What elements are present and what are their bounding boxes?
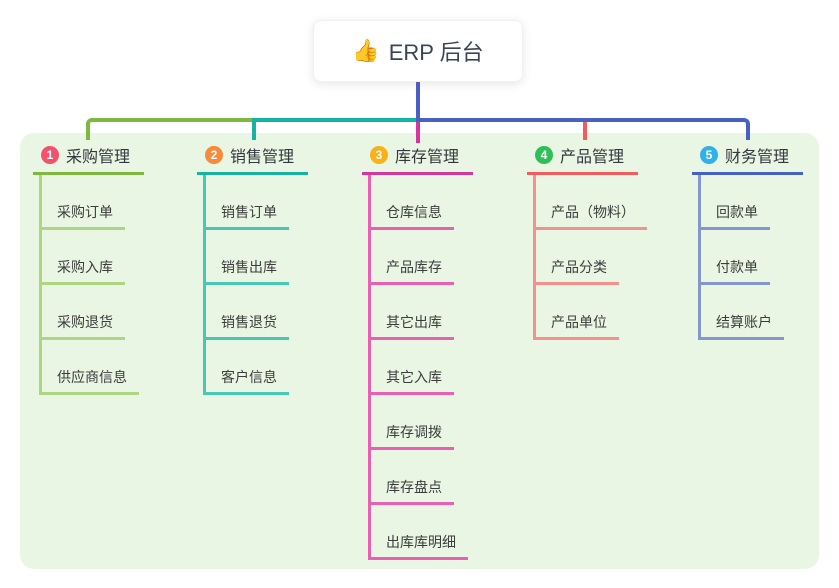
branch-children-inventory: 仓库信息 产品库存 其它出库 其它入库 库存调拨 库存盘点 出库库明细 bbox=[368, 175, 468, 560]
branch-label: 采购管理 bbox=[66, 149, 131, 166]
branch-vline bbox=[533, 175, 536, 340]
branch-node-product[interactable]: 4 产品管理 bbox=[527, 142, 639, 175]
connector-branch-2 bbox=[252, 118, 416, 140]
root-node-label: ERP 后台 bbox=[388, 40, 484, 65]
child-node[interactable]: 结算账户 bbox=[698, 285, 784, 340]
branch-vline bbox=[698, 175, 701, 340]
child-node[interactable]: 其它出库 bbox=[368, 285, 454, 340]
child-node[interactable]: 销售出库 bbox=[203, 230, 289, 285]
child-node[interactable]: 销售退货 bbox=[203, 285, 289, 340]
child-node[interactable]: 采购退货 bbox=[39, 285, 125, 340]
badge-3: 3 bbox=[370, 146, 388, 164]
child-node[interactable]: 库存调拨 bbox=[368, 395, 454, 450]
badge-1: 1 bbox=[41, 146, 59, 164]
connector-branch-1 bbox=[86, 118, 256, 140]
child-node[interactable]: 供应商信息 bbox=[39, 340, 139, 395]
child-node[interactable]: 产品（物料） bbox=[533, 175, 647, 230]
connector-branch-3 bbox=[416, 122, 420, 143]
branch-label: 产品管理 bbox=[560, 149, 625, 166]
mindmap-root-node[interactable]: 👍 ERP 后台 bbox=[313, 20, 523, 82]
child-node[interactable]: 库存盘点 bbox=[368, 450, 454, 505]
branch-vline bbox=[39, 175, 42, 395]
mindmap-background-panel bbox=[20, 133, 819, 569]
branch-node-finance[interactable]: 5 财务管理 bbox=[692, 142, 804, 175]
branch-node-purchase[interactable]: 1 采购管理 bbox=[33, 142, 145, 175]
branch-vline bbox=[203, 175, 206, 395]
child-node[interactable]: 仓库信息 bbox=[368, 175, 454, 230]
branch-children-finance: 回款单 付款单 结算账户 bbox=[698, 175, 784, 340]
child-node[interactable]: 采购入库 bbox=[39, 230, 125, 285]
branch-node-sales[interactable]: 2 销售管理 bbox=[197, 142, 309, 175]
child-node[interactable]: 出库库明细 bbox=[368, 505, 468, 560]
connector-branch-5 bbox=[416, 118, 750, 140]
child-node[interactable]: 其它入库 bbox=[368, 340, 454, 395]
branch-node-inventory[interactable]: 3 库存管理 bbox=[362, 142, 474, 175]
thumbs-up-icon: 👍 bbox=[352, 38, 380, 63]
child-node[interactable]: 产品库存 bbox=[368, 230, 454, 285]
branch-label: 销售管理 bbox=[230, 149, 295, 166]
branch-children-purchase: 采购订单 采购入库 采购退货 供应商信息 bbox=[39, 175, 139, 395]
branch-label: 库存管理 bbox=[395, 149, 460, 166]
branch-vline bbox=[368, 175, 371, 560]
child-node[interactable]: 回款单 bbox=[698, 175, 770, 230]
child-node[interactable]: 产品单位 bbox=[533, 285, 619, 340]
root-stem-connector bbox=[416, 82, 420, 118]
child-node[interactable]: 采购订单 bbox=[39, 175, 125, 230]
badge-4: 4 bbox=[535, 146, 553, 164]
branch-children-product: 产品（物料） 产品分类 产品单位 bbox=[533, 175, 647, 340]
branch-children-sales: 销售订单 销售出库 销售退货 客户信息 bbox=[203, 175, 289, 395]
badge-2: 2 bbox=[205, 146, 223, 164]
child-node[interactable]: 客户信息 bbox=[203, 340, 289, 395]
badge-5: 5 bbox=[700, 146, 718, 164]
child-node[interactable]: 产品分类 bbox=[533, 230, 619, 285]
child-node[interactable]: 付款单 bbox=[698, 230, 770, 285]
connector-branch-4 bbox=[583, 122, 587, 140]
branch-label: 财务管理 bbox=[725, 149, 790, 166]
child-node[interactable]: 销售订单 bbox=[203, 175, 289, 230]
